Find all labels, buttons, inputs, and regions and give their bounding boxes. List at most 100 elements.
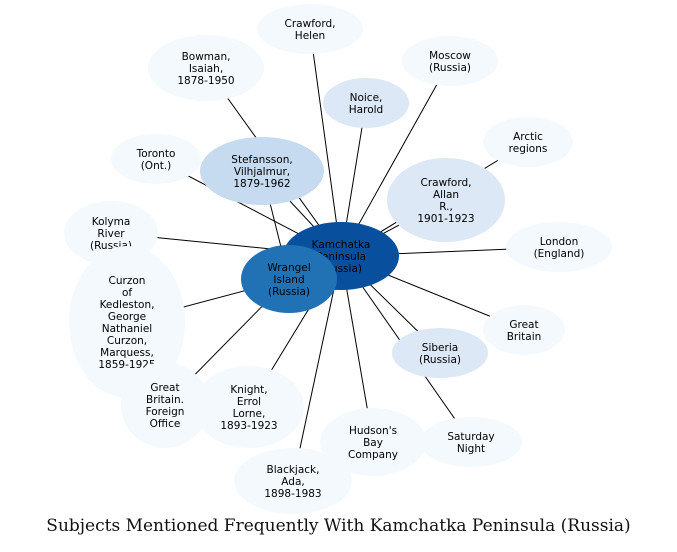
node-label-line: Kedleston, bbox=[100, 299, 155, 311]
node-label-line: Wrangel bbox=[267, 262, 310, 274]
node-label-line: 1901-1923 bbox=[417, 213, 474, 225]
nodes-layer: Crawford,HelenBowman,Isaiah,1878-1950Mos… bbox=[64, 4, 612, 514]
node-label-line: Bay bbox=[363, 437, 383, 449]
node-label-line: Great bbox=[509, 319, 538, 331]
node-label-line: Britain. bbox=[146, 394, 184, 406]
node-label-line: Curzon, bbox=[107, 335, 147, 347]
node-label-line: Foreign bbox=[146, 406, 185, 418]
node-label-line: Night bbox=[457, 443, 485, 455]
node-label-line: Siberia bbox=[422, 342, 458, 354]
node-label: Blackjack,Ada,1898-1983 bbox=[264, 464, 321, 500]
node-label-line: 1859-1925 bbox=[98, 359, 155, 371]
node-label-line: Crawford, bbox=[421, 177, 472, 189]
node-ellipse bbox=[320, 408, 426, 476]
node-ellipse bbox=[194, 366, 304, 448]
node-label-line: (England) bbox=[534, 248, 585, 260]
node-label-line: London bbox=[540, 236, 579, 248]
node-noice[interactable]: Noice,Harold bbox=[323, 78, 409, 128]
node-ellipse bbox=[121, 362, 209, 448]
node-ellipse bbox=[69, 246, 185, 398]
node-label-line: Arctic bbox=[513, 131, 543, 143]
node-label-line: Nathaniel bbox=[102, 323, 152, 335]
node-blackjack[interactable]: Blackjack,Ada,1898-1983 bbox=[234, 448, 352, 514]
node-label-line: (Russia) bbox=[419, 354, 461, 366]
node-label: Noice,Harold bbox=[349, 92, 383, 116]
node-ellipse bbox=[420, 417, 522, 467]
node-label: Moscow(Russia) bbox=[429, 50, 471, 74]
node-ellipse bbox=[111, 134, 201, 184]
node-label-line: (Russia) bbox=[268, 286, 310, 298]
node-label-line: Blackjack, bbox=[267, 464, 320, 476]
node-label: Bowman,Isaiah,1878-1950 bbox=[177, 51, 234, 87]
node-label: Siberia(Russia) bbox=[419, 342, 461, 366]
node-moscow[interactable]: Moscow(Russia) bbox=[402, 36, 498, 86]
diagram-title: Subjects Mentioned Frequently With Kamch… bbox=[46, 516, 631, 536]
node-bowman[interactable]: Bowman,Isaiah,1878-1950 bbox=[148, 35, 264, 101]
node-label-line: of bbox=[122, 287, 132, 299]
node-label-line: 1878-1950 bbox=[177, 75, 234, 87]
node-label-line: Saturday bbox=[447, 431, 494, 443]
node-label-line: Vilhjalmur, bbox=[234, 166, 290, 178]
node-ellipse bbox=[387, 158, 505, 242]
node-ellipse bbox=[323, 78, 409, 128]
node-label-line: regions bbox=[509, 143, 548, 155]
node-label-line: Helen bbox=[295, 30, 325, 42]
edge-kamchatka-crawford_helen bbox=[309, 28, 342, 257]
node-label-line: Isaiah, bbox=[189, 63, 223, 75]
node-label-line: Marquess, bbox=[100, 347, 154, 359]
node-label-line: River bbox=[97, 228, 125, 240]
node-label-line: Knight, bbox=[230, 384, 267, 396]
node-ellipse bbox=[506, 222, 612, 272]
node-label-line: Allan bbox=[433, 189, 459, 201]
node-toronto[interactable]: Toronto(Ont.) bbox=[111, 134, 201, 184]
node-ellipse bbox=[200, 137, 324, 205]
node-label: Stefansson,Vilhjalmur,1879-1962 bbox=[231, 154, 292, 190]
node-siberia[interactable]: Siberia(Russia) bbox=[392, 328, 488, 378]
node-label-line: (Ont.) bbox=[141, 160, 172, 172]
node-label-line: 1898-1983 bbox=[264, 488, 321, 500]
node-ellipse bbox=[148, 35, 264, 101]
node-label-line: Moscow bbox=[429, 50, 471, 62]
node-label-line: R., bbox=[439, 201, 453, 213]
node-label-line: 1879-1962 bbox=[233, 178, 290, 190]
node-label-line: Ada, bbox=[281, 476, 304, 488]
node-stefansson[interactable]: Stefansson,Vilhjalmur,1879-1962 bbox=[200, 137, 324, 205]
node-label-line: Errol bbox=[237, 396, 261, 408]
node-crawford-helen[interactable]: Crawford,Helen bbox=[257, 4, 363, 54]
node-label-line: Office bbox=[150, 418, 181, 430]
edge-kamchatka-blackjack bbox=[292, 255, 342, 482]
node-ellipse bbox=[483, 117, 573, 167]
node-label-line: Crawford, bbox=[285, 18, 336, 30]
node-label-line: Lorne, bbox=[233, 408, 266, 420]
node-ellipse bbox=[483, 305, 565, 355]
node-ellipse bbox=[257, 4, 363, 54]
node-label-line: Noice, bbox=[350, 92, 383, 104]
node-label-line: Hudson's bbox=[349, 425, 397, 437]
node-london[interactable]: London(England) bbox=[506, 222, 612, 272]
node-label-line: Kamchatka bbox=[312, 239, 371, 251]
node-label-line: (Russia) bbox=[429, 62, 471, 74]
node-ellipse bbox=[241, 245, 337, 313]
node-label-line: Island bbox=[273, 274, 304, 286]
node-label-line: Kolyma bbox=[92, 216, 131, 228]
node-label-line: Bowman, bbox=[182, 51, 231, 63]
edge-kamchatka-moscow bbox=[340, 60, 451, 257]
node-label-line: George bbox=[108, 311, 146, 323]
